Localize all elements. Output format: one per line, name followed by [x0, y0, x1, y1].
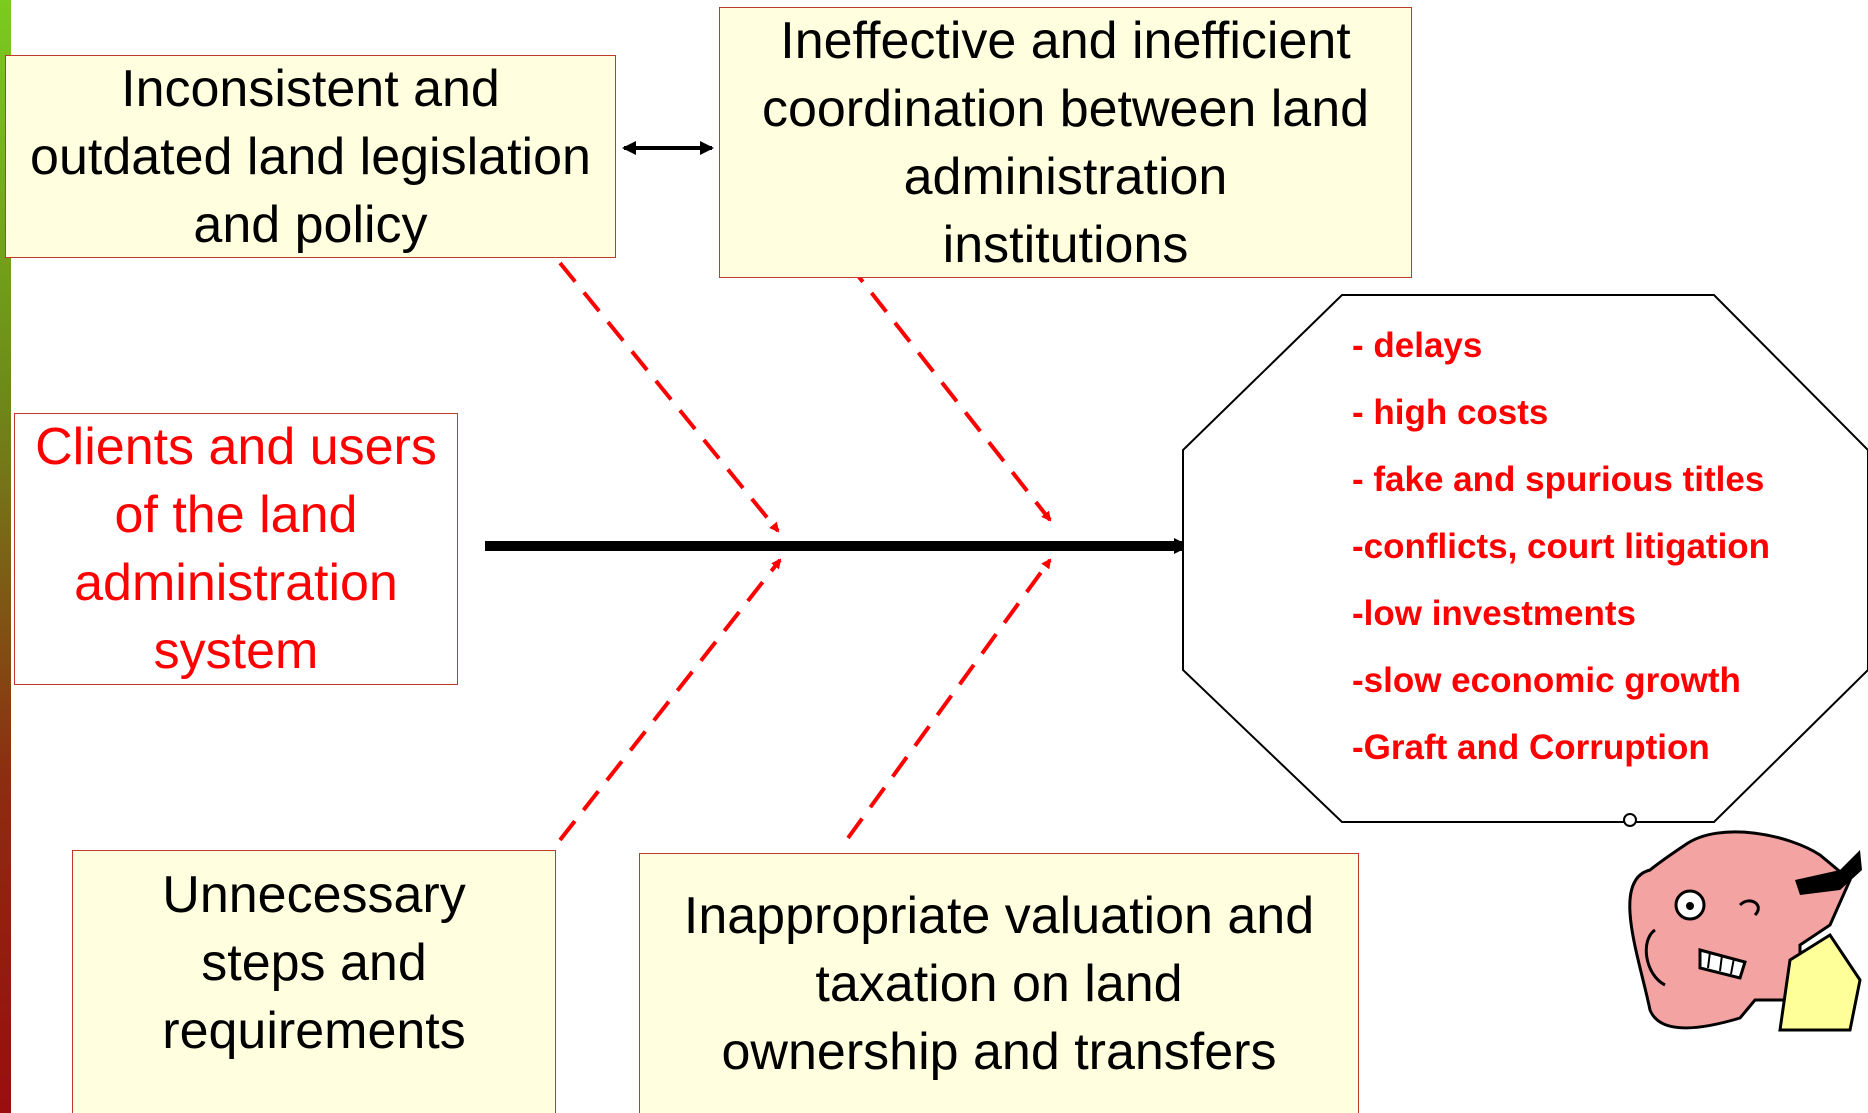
effects-list: - delays - high costs - fake and spuriou…	[1352, 318, 1832, 787]
cause-text-coordination: Ineffective and inefficient coordination…	[761, 11, 1370, 274]
effect-item: - delays	[1352, 326, 1483, 365]
cause-box-steps: Unnecessary steps and requirements	[72, 850, 556, 1113]
cause-box-valuation: Inappropriate valuation and taxation on …	[639, 853, 1359, 1113]
cause-box-legislation: Inconsistent and outdated land legislati…	[5, 55, 616, 258]
cause-arrow-steps	[558, 558, 782, 842]
cause-arrow-coordination	[846, 261, 1052, 522]
effect-item: -Graft and Corruption	[1352, 728, 1710, 767]
effect-item: - high costs	[1352, 393, 1549, 432]
cause-arrow-legislation	[558, 261, 780, 533]
slide-accent-bar	[0, 0, 11, 1113]
effect-item: - fake and spurious titles	[1352, 460, 1765, 499]
cause-text-steps: Unnecessary steps and requirements	[162, 866, 466, 1060]
thought-bubble	[1623, 813, 1637, 827]
cause-text-legislation: Inconsistent and outdated land legislati…	[30, 59, 591, 254]
effects-octagon	[1182, 294, 1868, 823]
frustrated-face-icon	[1628, 830, 1862, 1032]
cause-box-coordination: Ineffective and inefficient coordination…	[719, 7, 1412, 278]
actor-box: Clients and users of the land administra…	[14, 413, 458, 685]
effect-item: -low investments	[1352, 594, 1636, 633]
cause-arrow-valuation	[846, 558, 1052, 840]
effect-item: -conflicts, court litigation	[1352, 527, 1771, 566]
cause-text-valuation: Inappropriate valuation and taxation on …	[683, 887, 1315, 1081]
actor-text: Clients and users of the land administra…	[35, 418, 437, 680]
effect-item: -slow economic growth	[1352, 661, 1741, 700]
